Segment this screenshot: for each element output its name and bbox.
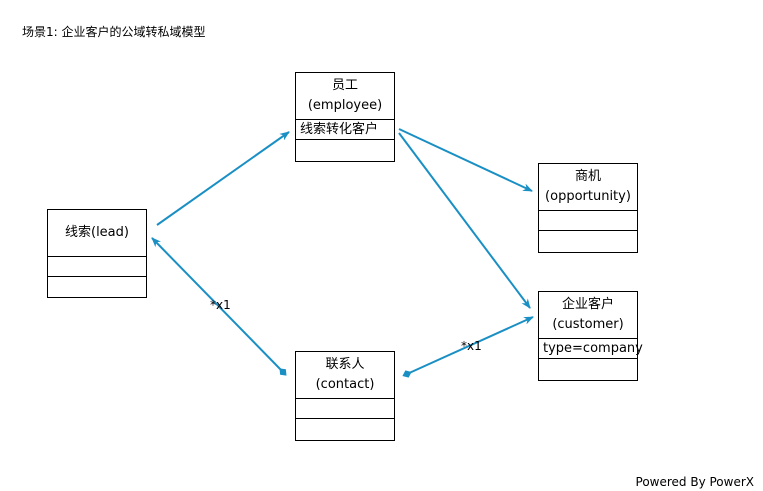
- class-box-lead[interactable]: 线索(lead): [47, 209, 147, 298]
- class-empty-row: [539, 211, 637, 231]
- class-empty-row: [296, 140, 394, 160]
- class-empty-row: [48, 257, 146, 277]
- arrow-lead-to-employee: [156, 131, 290, 226]
- multiplicity-label-lead-contact: *x1: [210, 298, 231, 312]
- arrow-employee-to-opportunity: [398, 128, 533, 192]
- class-empty-row: [296, 419, 394, 439]
- class-attribute-row: type=company: [539, 339, 643, 359]
- class-empty-row: [539, 359, 637, 379]
- class-name-line: (customer): [552, 317, 624, 332]
- class-box-customer[interactable]: 企业客户 (customer) type=company: [538, 291, 643, 381]
- class-name-opportunity: 商机 (opportunity): [539, 164, 637, 211]
- class-method-row: 线索转化客户: [296, 120, 394, 140]
- class-name-line: 企业客户: [561, 297, 614, 312]
- class-name-line: 商机: [574, 169, 601, 184]
- class-empty-row: [539, 231, 637, 251]
- class-box-employee[interactable]: 员工(employee) 线索转化客户: [295, 72, 395, 162]
- class-empty-row: [296, 399, 394, 419]
- class-name-employee: 员工(employee): [296, 73, 394, 120]
- arrow-employee-to-customer: [398, 132, 531, 309]
- class-empty-row: [48, 277, 146, 297]
- diagram-title: 场景1: 企业客户的公域转私域模型: [22, 25, 206, 39]
- class-name-contact: 联系人(contact): [296, 352, 394, 399]
- class-name-line: (opportunity): [545, 189, 631, 204]
- arrow-contact-to-lead: [151, 237, 287, 376]
- arrow-contact-to-customer: [402, 316, 534, 378]
- multiplicity-label-contact-customer: *x1: [461, 339, 482, 353]
- class-name-customer: 企业客户 (customer): [539, 292, 637, 339]
- powered-by-credit: Powered By PowerX: [635, 475, 754, 489]
- class-box-opportunity[interactable]: 商机 (opportunity): [538, 163, 638, 253]
- class-box-contact[interactable]: 联系人(contact): [295, 351, 395, 441]
- class-name-lead: 线索(lead): [48, 210, 146, 257]
